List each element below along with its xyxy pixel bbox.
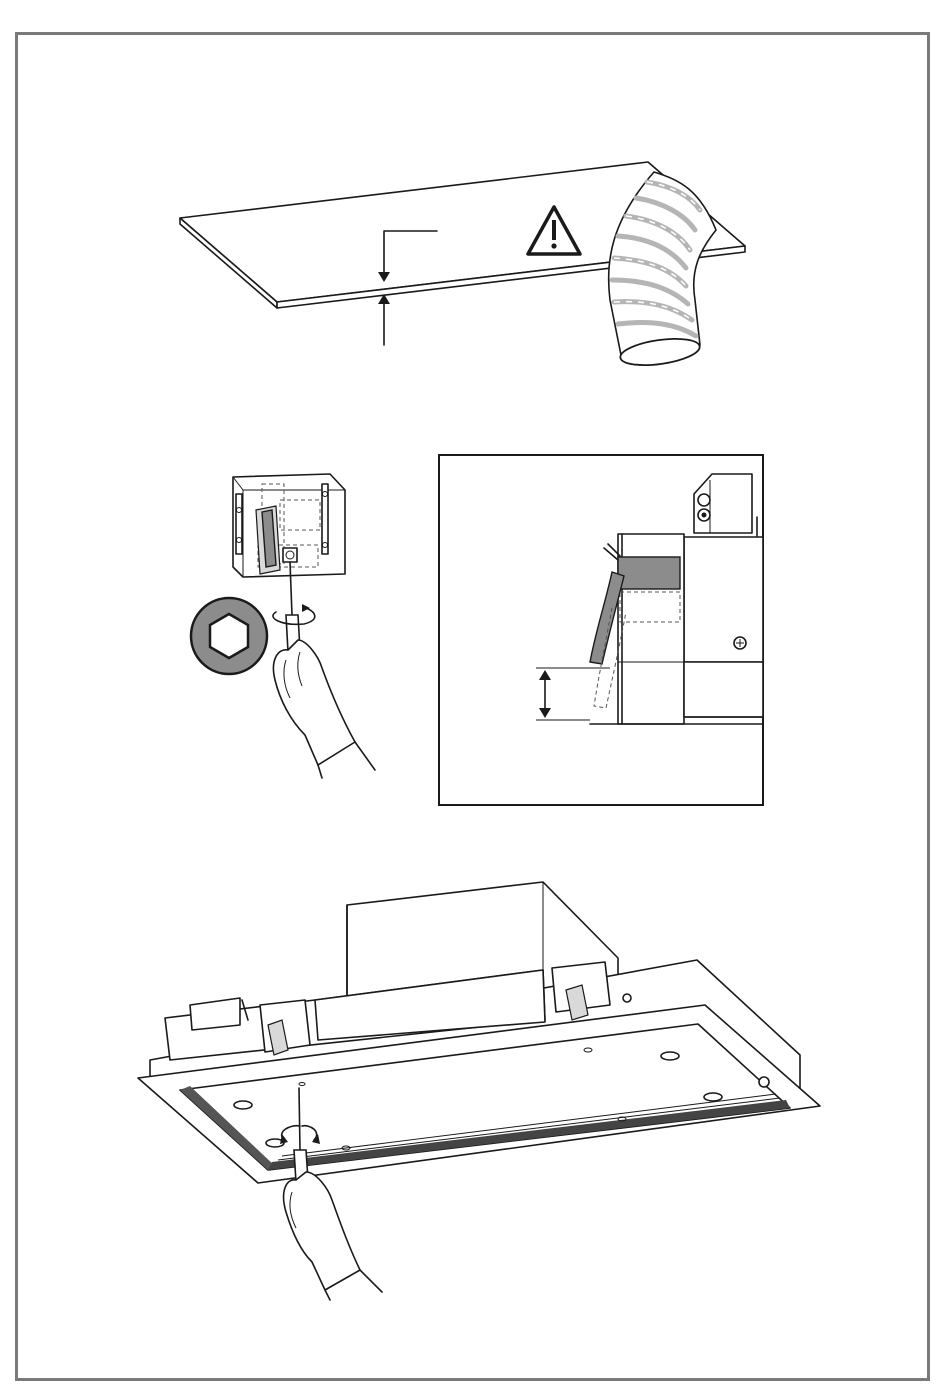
detail-view-figure <box>439 455 763 805</box>
hood-panel-figure <box>138 882 820 1300</box>
hexagon-bit-icon <box>191 598 267 674</box>
ceiling-panel-figure <box>180 162 745 369</box>
bracket-figure <box>191 474 375 778</box>
